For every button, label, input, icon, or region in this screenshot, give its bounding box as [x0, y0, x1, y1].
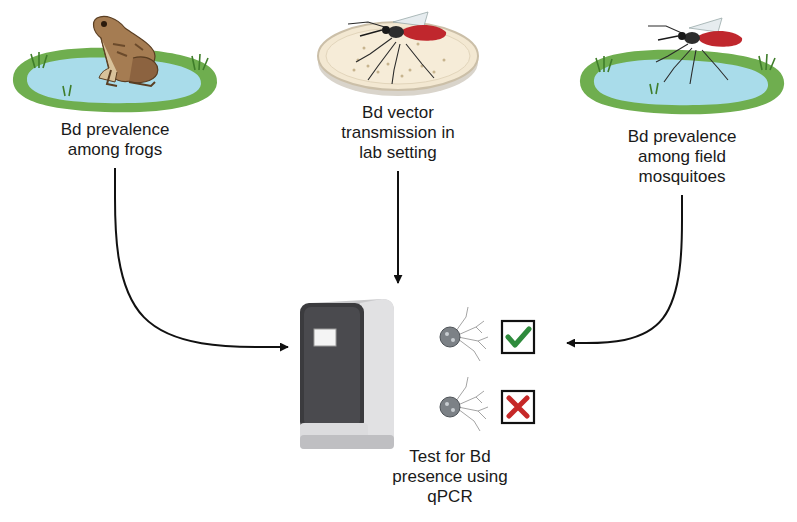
- study-panel: Bd prevalence among field mosquitoes: [572, 10, 792, 191]
- petri-dish-illustration: [298, 0, 498, 105]
- study-panel: Bd vector transmission in lab setting: [298, 0, 498, 167]
- caption-text: Bd vector transmission in lab setting: [333, 103, 463, 163]
- check-box: [502, 321, 534, 353]
- cross-box: [502, 391, 534, 423]
- flow-arrow: [115, 168, 288, 347]
- frog-pond-illustration: [5, 8, 225, 123]
- pathogen-icon: [440, 307, 488, 431]
- study-panel: Bd prevalence among frogs: [5, 8, 225, 164]
- mosquito-pond-illustration: [572, 10, 792, 125]
- caption-text: Bd prevalence among field mosquitoes: [617, 127, 747, 187]
- flow-arrow: [397, 171, 399, 283]
- qpcr-test-group: Test for Bd presence using qPCR: [290, 285, 565, 519]
- flow-arrow: [567, 195, 682, 343]
- caption-text: Bd prevalence among frogs: [50, 120, 180, 160]
- caption-text: Test for Bd presence using qPCR: [386, 447, 514, 507]
